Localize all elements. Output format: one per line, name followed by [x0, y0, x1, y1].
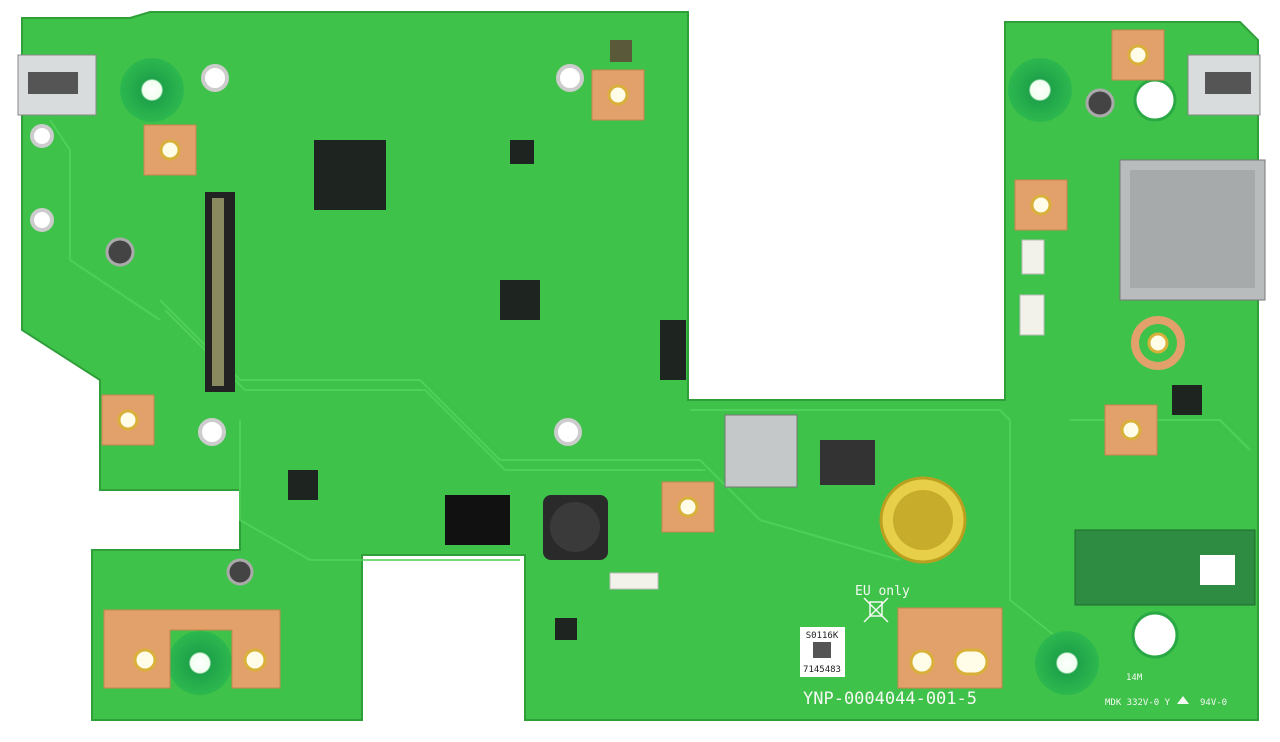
part-number: YNP-0004044-001-5: [803, 689, 977, 709]
label-top-text: S0116K: [806, 631, 839, 641]
microsd-slot: [724, 414, 798, 488]
dip-switch: [820, 440, 875, 485]
flammability-rating: 94V-0: [1200, 698, 1227, 708]
date-code: 14M: [1126, 673, 1143, 683]
ul-marking: MDK 332V-0 Y: [1105, 698, 1171, 708]
white-connectors: [609, 239, 1045, 590]
usb-connector-right: [1187, 54, 1261, 116]
copper-traces: [49, 119, 1251, 641]
usb-connector-left: [17, 54, 97, 116]
inductor: [543, 495, 608, 560]
label-bottom-text: 7145483: [803, 665, 841, 675]
sd-card-slot: [1119, 159, 1266, 301]
serial-label: S0116K 7145483: [800, 627, 845, 677]
mounting-holes: [30, 58, 1179, 695]
coin-cell-battery: [879, 476, 967, 564]
ribbon-connector: [205, 192, 235, 392]
weee-bin-icon: [863, 597, 889, 623]
capacitors: [105, 88, 1115, 586]
ic-chips: [288, 40, 1202, 640]
eu-only-marking: EU only: [855, 584, 910, 599]
ul-recognized-icon: [1177, 696, 1189, 704]
wifi-module: [1074, 529, 1256, 606]
